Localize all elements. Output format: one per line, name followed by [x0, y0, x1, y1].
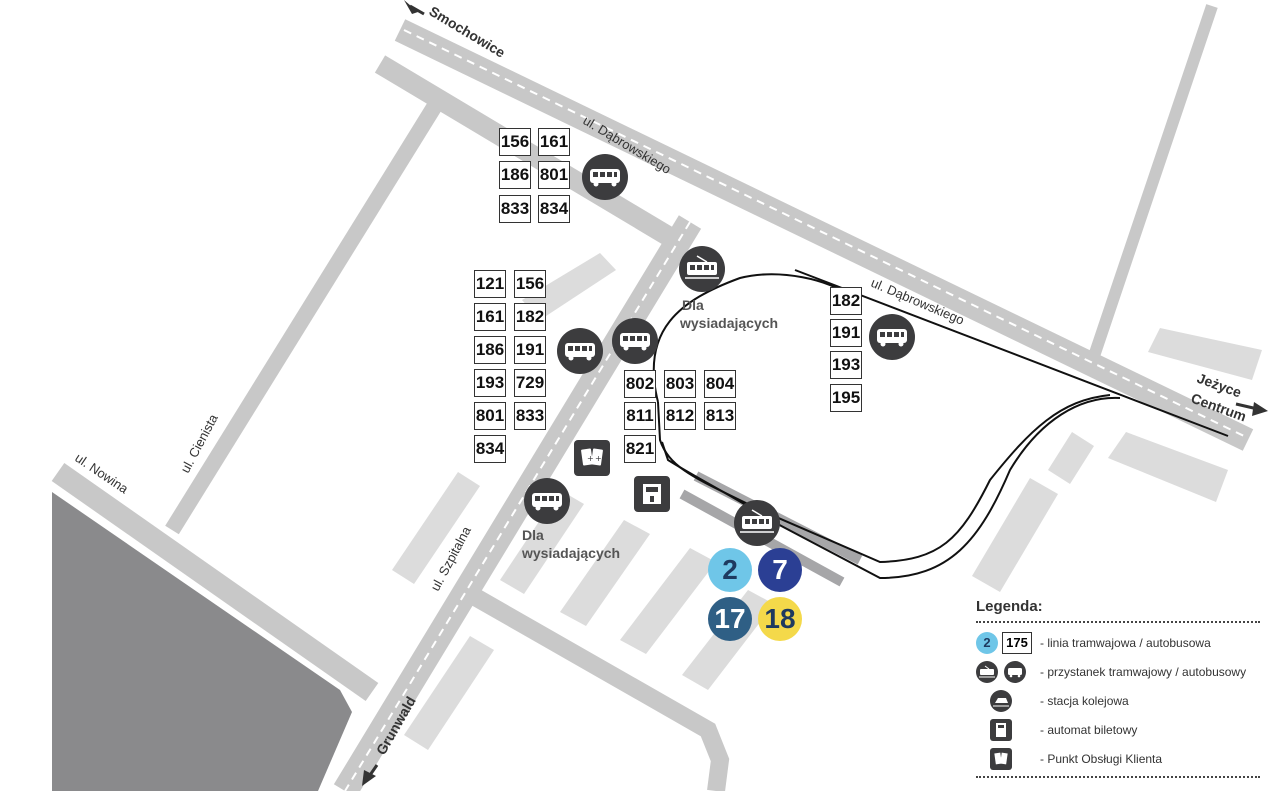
alighting-label-bottom-1: Dla	[522, 527, 544, 543]
bus-line-box[interactable]: 834	[474, 435, 506, 463]
tram-line-18[interactable]: 18	[758, 597, 802, 641]
rail-station-icon	[990, 690, 1012, 712]
bus-stop-icon[interactable]	[869, 314, 915, 360]
alighting-label-top-2: wysiadających	[679, 315, 778, 331]
dark-building	[52, 492, 352, 791]
legend-row-ticket: - automat biletowy	[976, 717, 1260, 745]
customer-service-icon	[990, 748, 1012, 770]
bus-line-box[interactable]: 156	[499, 128, 531, 156]
legend-tram-sample: 2	[976, 632, 998, 654]
legend-row-rail: - stacja kolejowa	[976, 688, 1260, 716]
bus-line-box[interactable]: 802	[624, 370, 656, 398]
bus-line-box[interactable]: 801	[474, 402, 506, 430]
bus-stop-icon[interactable]	[557, 328, 603, 374]
legend-row-line: 2 175 - linia tramwajowa / autobusowa	[976, 630, 1260, 658]
legend-title: Legenda:	[976, 598, 1043, 615]
bus-line-box[interactable]: 803	[664, 370, 696, 398]
tram-stop-icon[interactable]	[679, 246, 725, 292]
bus-line-box[interactable]: 191	[830, 319, 862, 347]
legend-service-text: - Punkt Obsługi Klienta	[1040, 752, 1163, 766]
bus-stop-icon[interactable]	[524, 478, 570, 524]
bus-line-box[interactable]: 156	[514, 270, 546, 298]
legend-divider-bottom	[976, 776, 1260, 778]
bus-line-box[interactable]: 804	[704, 370, 736, 398]
bus-line-box[interactable]: 186	[499, 161, 531, 189]
bus-line-box[interactable]: 193	[474, 369, 506, 397]
tram-track	[652, 269, 1229, 580]
legend-ticket-text: - automat biletowy	[1040, 723, 1138, 737]
bus-line-box[interactable]: 195	[830, 384, 862, 412]
svg-text:+: +	[595, 454, 602, 463]
svg-text:+: +	[587, 454, 594, 463]
bus-line-box[interactable]: 833	[514, 402, 546, 430]
ticket-machine-icon	[990, 719, 1012, 741]
bus-stop-icon[interactable]	[612, 318, 658, 364]
direction-arrows	[362, 0, 1268, 786]
legend-row-stop: - przystanek tramwajowy / autobusowy	[976, 659, 1260, 687]
bus-line-box[interactable]: 161	[538, 128, 570, 156]
bus-line-box[interactable]: 182	[830, 287, 862, 315]
tram-line-17[interactable]: 17	[708, 597, 752, 641]
legend: Legenda: 2 175 - linia tramwajowa / auto…	[976, 598, 1260, 778]
bus-line-box[interactable]: 833	[499, 195, 531, 223]
legend-line-text: - linia tramwajowa / autobusowa	[1040, 636, 1211, 650]
alighting-label-bottom-2: wysiadających	[521, 545, 620, 561]
ticket-machine-icon[interactable]	[634, 476, 670, 512]
tram-stop-icon[interactable]	[734, 500, 780, 546]
bus-line-box[interactable]: 801	[538, 161, 570, 189]
bus-line-box[interactable]: 191	[514, 336, 546, 364]
legend-row-service: - Punkt Obsługi Klienta	[976, 746, 1260, 774]
customer-service-icon[interactable]: ++	[574, 440, 610, 476]
bus-line-box[interactable]: 811	[624, 402, 656, 430]
bus-line-box[interactable]: 161	[474, 303, 506, 331]
legend-rail-text: - stacja kolejowa	[1040, 694, 1129, 708]
legend-bus-sample: 175	[1002, 632, 1032, 654]
bus-line-box[interactable]: 813	[704, 402, 736, 430]
bus-line-box[interactable]: 121	[474, 270, 506, 298]
bus-line-box[interactable]: 834	[538, 195, 570, 223]
bus-line-box[interactable]: 193	[830, 351, 862, 379]
bus-line-box[interactable]: 812	[664, 402, 696, 430]
bus-line-box[interactable]: 186	[474, 336, 506, 364]
bus-icon	[1004, 661, 1026, 683]
bus-line-box[interactable]: 821	[624, 435, 656, 463]
legend-stop-text: - przystanek tramwajowy / autobusowy	[1040, 665, 1247, 679]
tram-icon	[976, 661, 998, 683]
bus-line-box[interactable]: 729	[514, 369, 546, 397]
lane-markings	[344, 29, 1245, 791]
bus-stop-icon[interactable]	[582, 154, 628, 200]
bus-line-box[interactable]: 182	[514, 303, 546, 331]
tram-line-7[interactable]: 7	[758, 548, 802, 592]
alighting-label-top-1: Dla	[682, 297, 704, 313]
tram-line-2[interactable]: 2	[708, 548, 752, 592]
legend-divider-top	[976, 621, 1260, 623]
